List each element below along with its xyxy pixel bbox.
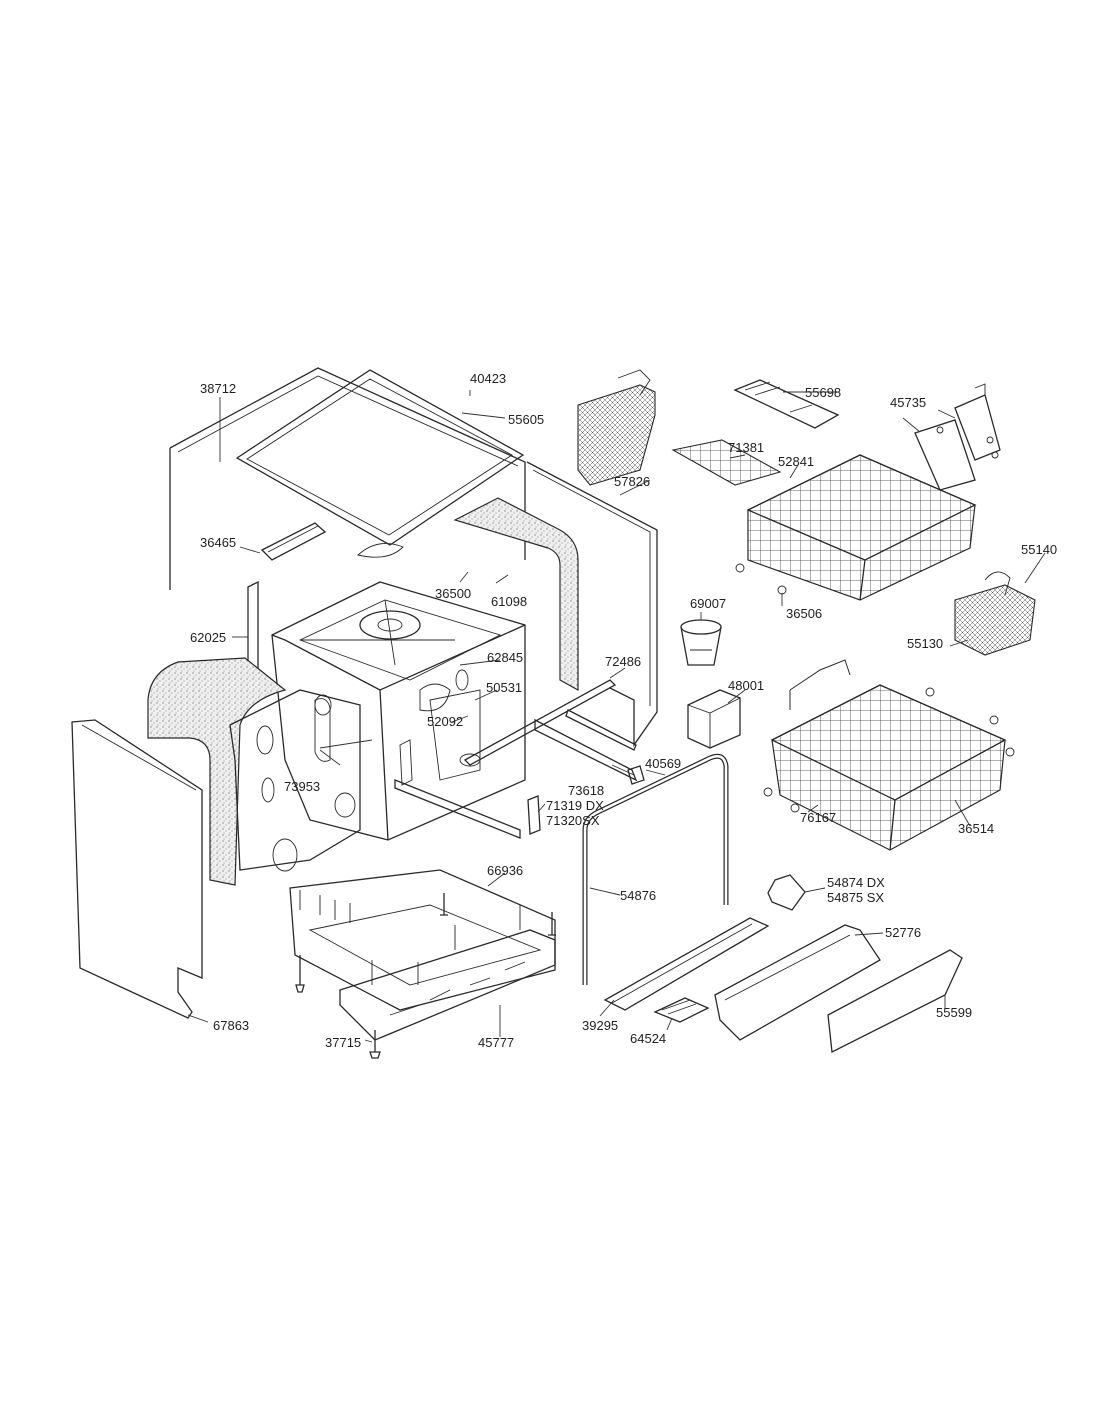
detergent-dispenser xyxy=(687,689,741,749)
cabinet-shell xyxy=(169,367,526,590)
label-73618: 73618 xyxy=(568,783,604,798)
toe-panel xyxy=(827,949,963,1054)
insulation-top-right xyxy=(453,497,579,692)
label-55698: 55698 xyxy=(805,385,841,400)
label-71319: 71319 DX xyxy=(546,798,604,813)
lower-basket xyxy=(763,659,1015,851)
adjustable-feet xyxy=(295,893,556,1059)
label-52092: 52092 xyxy=(427,714,463,729)
label-69007: 69007 xyxy=(690,596,726,611)
leader-lines xyxy=(187,390,1046,1043)
label-36514: 36514 xyxy=(958,821,994,836)
door-hinge-cover xyxy=(767,874,806,911)
rail-end-cap xyxy=(627,765,645,785)
upper-basket xyxy=(735,454,977,601)
folding-shelves xyxy=(733,379,840,429)
side-panel-left xyxy=(71,719,203,1019)
label-45735: 45735 xyxy=(890,395,926,410)
filter-grille xyxy=(653,997,710,1023)
label-36465: 36465 xyxy=(200,535,236,550)
label-55140: 55140 xyxy=(1021,542,1057,557)
label-72486: 72486 xyxy=(605,654,641,669)
top-rail-bracket xyxy=(260,522,327,561)
side-panel-left-inner xyxy=(229,689,361,872)
top-cover xyxy=(235,369,525,558)
label-52841: 52841 xyxy=(778,454,814,469)
left-vertical-rail xyxy=(247,580,259,675)
label-54876: 54876 xyxy=(620,888,656,903)
rail-stop-clip xyxy=(527,795,541,835)
label-40569: 40569 xyxy=(645,756,681,771)
base-frame xyxy=(289,869,556,1011)
label-61098: 61098 xyxy=(491,594,527,609)
label-66936: 66936 xyxy=(487,863,523,878)
label-36500: 36500 xyxy=(435,586,471,601)
label-40423: 40423 xyxy=(470,371,506,386)
kick-plate-bracket xyxy=(714,924,881,1041)
label-71381: 71381 xyxy=(728,440,764,455)
label-64524: 64524 xyxy=(630,1031,666,1046)
insulation-left xyxy=(147,657,287,886)
label-62845: 62845 xyxy=(487,650,523,665)
toe-kick-channel xyxy=(603,917,770,1011)
cutlery-basket-top xyxy=(577,369,656,486)
side-panel-right xyxy=(526,461,658,748)
rack-clip-set xyxy=(914,383,1001,491)
label-45777: 45777 xyxy=(478,1035,514,1050)
label-57826: 57826 xyxy=(614,474,650,489)
basket-rails xyxy=(394,679,638,839)
wash-tub xyxy=(271,581,526,841)
cup-shelf xyxy=(671,439,782,486)
label-52776: 52776 xyxy=(885,925,921,940)
label-62025: 62025 xyxy=(190,630,226,645)
label-37715: 37715 xyxy=(325,1035,361,1050)
cutlery-basket-right xyxy=(954,571,1036,656)
label-67863: 67863 xyxy=(213,1018,249,1033)
label-76167: 76167 xyxy=(800,810,836,825)
label-73953: 73953 xyxy=(284,779,320,794)
label-48001: 48001 xyxy=(728,678,764,693)
label-55130: 55130 xyxy=(907,636,943,651)
label-55599: 55599 xyxy=(936,1005,972,1020)
label-54875: 54875 SX xyxy=(827,890,884,905)
label-54874: 54874 DX xyxy=(827,875,885,890)
base-plate xyxy=(339,929,556,1041)
label-50531: 50531 xyxy=(486,680,522,695)
label-55605: 55605 xyxy=(508,412,544,427)
salt-container-cap xyxy=(680,619,722,666)
label-36506: 36506 xyxy=(786,606,822,621)
door-seal xyxy=(582,753,729,985)
label-38712: 38712 xyxy=(200,381,236,396)
label-39295: 39295 xyxy=(582,1018,618,1033)
label-71320: 71320SX xyxy=(546,813,600,828)
